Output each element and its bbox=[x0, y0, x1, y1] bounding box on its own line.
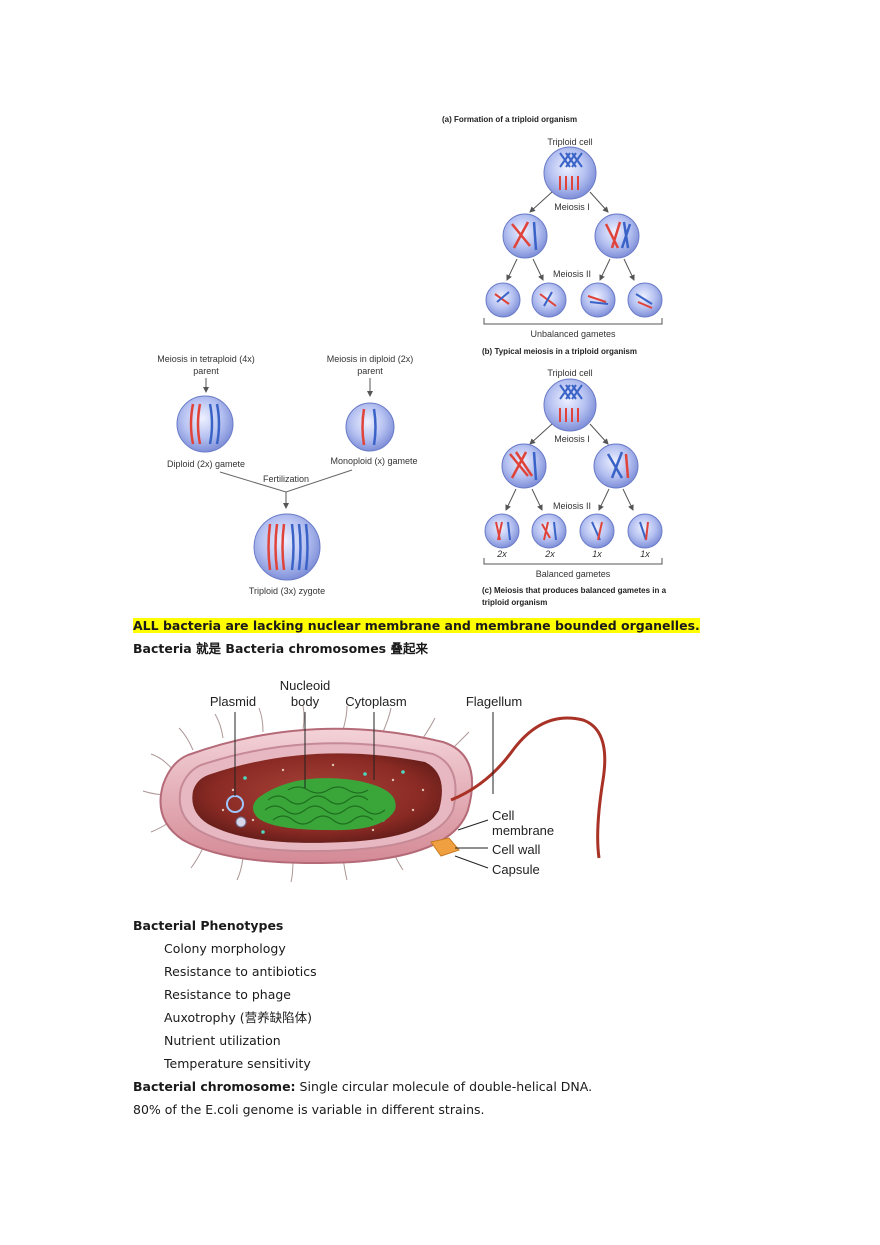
diploid-gamete-cell bbox=[176, 395, 234, 453]
phenotype-item: Resistance to antibiotics bbox=[164, 964, 317, 979]
bacteria-line: Bacteria 就是 Bacteria chromosomes 叠起来 bbox=[133, 641, 428, 656]
ploidy-2: 2x bbox=[544, 549, 555, 559]
highlight-text: ALL bacteria are lacking nuclear membran… bbox=[133, 618, 700, 633]
panel-b-triploid-cell bbox=[543, 146, 597, 200]
highlight-statement: ALL bacteria are lacking nuclear membran… bbox=[133, 618, 700, 634]
panel-b-meiosis1-cells bbox=[502, 213, 640, 259]
panel-b-title: (b) Typical meiosis in a triploid organi… bbox=[482, 347, 637, 356]
cytoplasm-label: Cytoplasm bbox=[345, 694, 406, 709]
phenotype-item: Nutrient utilization bbox=[164, 1033, 281, 1048]
panel-c-title-2: triploid organism bbox=[482, 598, 547, 607]
panel-c-meiosis-2: Meiosis II bbox=[553, 501, 591, 511]
zygote-label: Triploid (3x) zygote bbox=[249, 586, 325, 596]
panel-c-meiosis-1: Meiosis I bbox=[554, 434, 590, 444]
panel-c-gametes bbox=[484, 513, 663, 549]
monoploid-gamete-cell bbox=[345, 402, 395, 452]
diploid-parent-label: Meiosis in diploid (2x) bbox=[327, 354, 414, 364]
fertilization-label: Fertilization bbox=[263, 474, 309, 484]
phenotype-item: Temperature sensitivity bbox=[164, 1056, 311, 1071]
panel-c-title: (c) Meiosis that produces balanced gamet… bbox=[482, 586, 667, 595]
chromosome-label: Bacterial chromosome: bbox=[133, 1079, 296, 1094]
panel-a-title: (a) Formation of a triploid organism bbox=[442, 115, 577, 124]
diploid-parent-label-2: parent bbox=[357, 366, 383, 376]
chromosome-text: Single circular molecule of double-helic… bbox=[295, 1079, 593, 1094]
ecoli-line: 80% of the E.coli genome is variable in … bbox=[133, 1102, 485, 1117]
tetraploid-parent-label: Meiosis in tetraploid (4x) bbox=[157, 354, 255, 364]
diploid-gamete-label: Diploid (2x) gamete bbox=[167, 459, 245, 469]
capsule-label: Capsule bbox=[492, 862, 540, 877]
ploidy-4: 1x bbox=[640, 549, 650, 559]
ploidy-3: 1x bbox=[592, 549, 602, 559]
phenotype-item: Auxotrophy (营养缺陷体) bbox=[164, 1010, 313, 1025]
tetraploid-parent-label-2: parent bbox=[193, 366, 219, 376]
meiosis-figure: Meiosis in tetraploid (4x) parent Meiosi… bbox=[157, 115, 667, 607]
panel-b-triploid-label: Triploid cell bbox=[547, 137, 592, 147]
balanced-gametes-label: Balanced gametes bbox=[536, 569, 611, 579]
chromosome-line: Bacterial chromosome: Single circular mo… bbox=[133, 1079, 592, 1095]
phenotype-item: Resistance to phage bbox=[164, 987, 291, 1002]
panel-c-triploid-label: Triploid cell bbox=[547, 368, 592, 378]
phenotype-item: Colony morphology bbox=[164, 941, 286, 956]
monoploid-gamete-label: Monoploid (x) gamete bbox=[330, 456, 417, 466]
ploidy-1: 2x bbox=[496, 549, 507, 559]
triploid-zygote-cell bbox=[253, 513, 321, 581]
cell-wall-label: Cell wall bbox=[492, 842, 541, 857]
cell-membrane-label-2: membrane bbox=[492, 823, 554, 838]
nucleoid-label: Nucleoid bbox=[280, 678, 331, 693]
plasmid-label: Plasmid bbox=[210, 694, 256, 709]
bacteria-figure: Plasmid Nucleoid body Cytoplasm Flagellu… bbox=[142, 678, 607, 883]
panel-c-triploid-cell bbox=[543, 378, 597, 432]
panel-b-meiosis-2: Meiosis II bbox=[553, 269, 591, 279]
cell-membrane-label: Cell bbox=[492, 808, 515, 823]
panel-c-meiosis1-cells bbox=[501, 443, 639, 489]
panel-b-meiosis-1: Meiosis I bbox=[554, 202, 590, 212]
unbalanced-gametes-label: Unbalanced gametes bbox=[530, 329, 616, 339]
flagellum-label: Flagellum bbox=[466, 694, 522, 709]
nucleoid-label-2: body bbox=[291, 694, 320, 709]
panel-b-gametes bbox=[485, 282, 663, 318]
phenotypes-heading: Bacterial Phenotypes bbox=[133, 918, 284, 933]
